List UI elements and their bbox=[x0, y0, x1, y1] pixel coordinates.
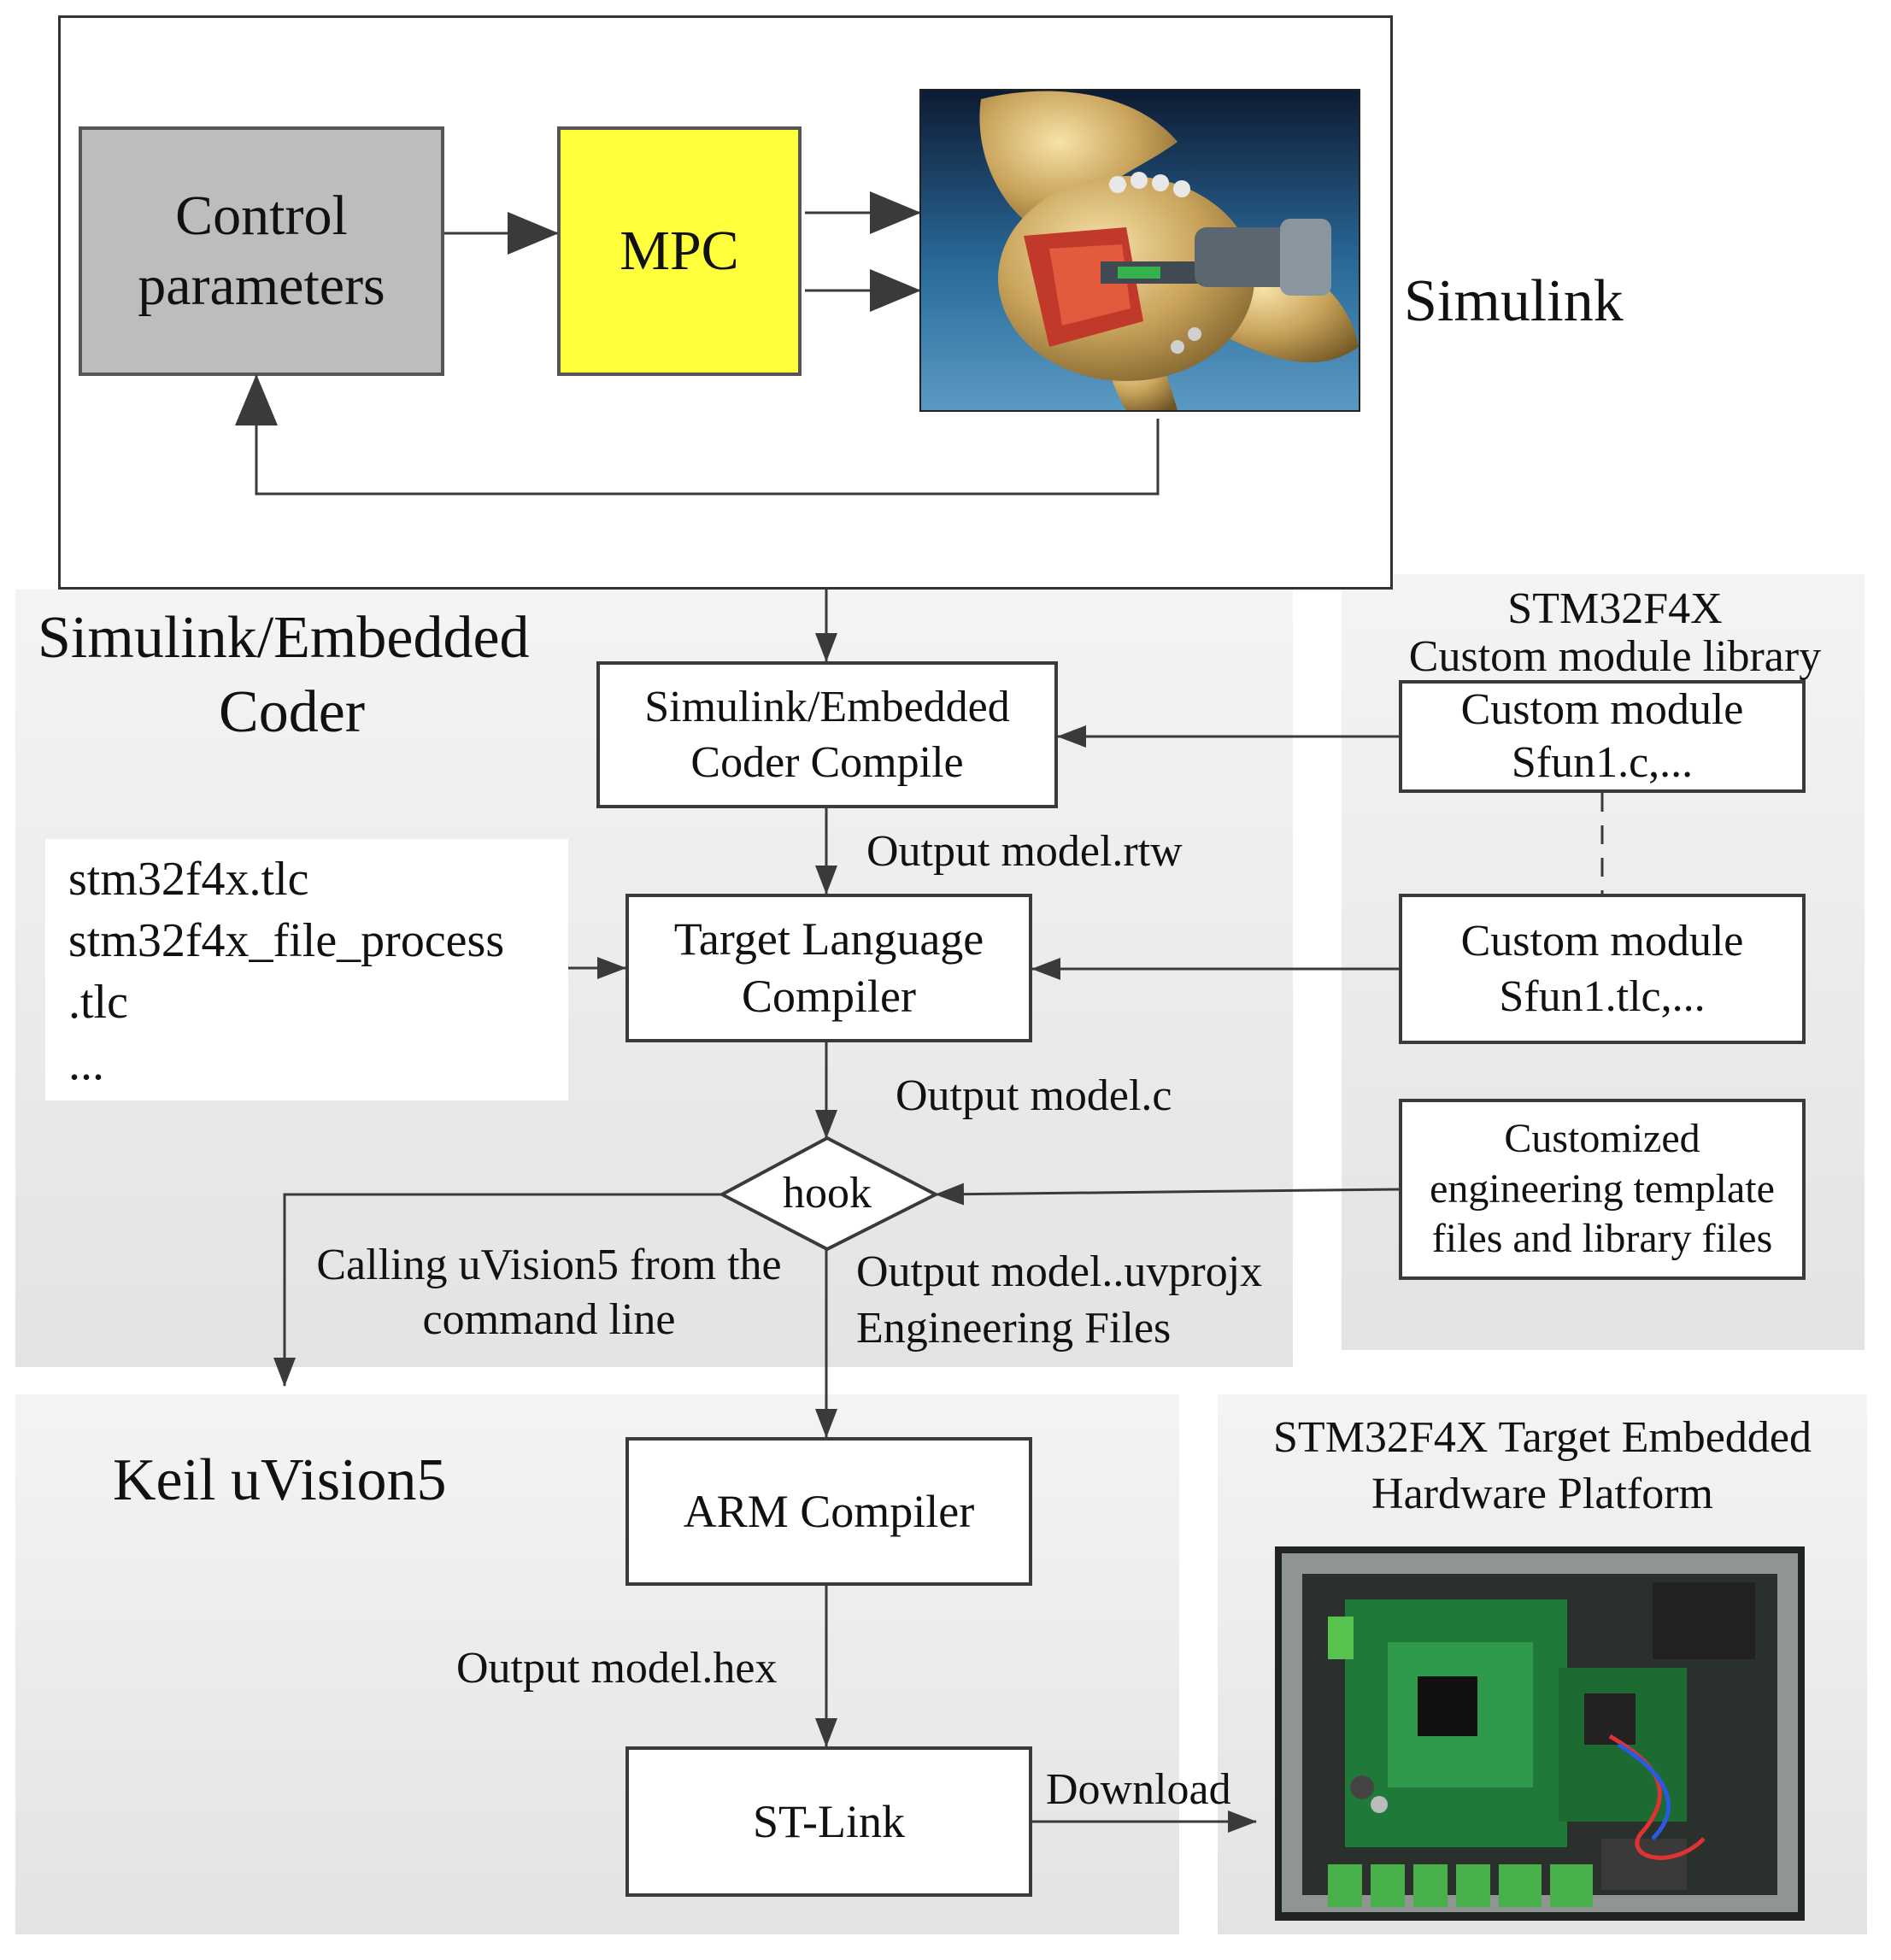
tlc-file-line3: .tlc bbox=[68, 976, 128, 1029]
hardware-title-line2: Hardware Platform bbox=[1371, 1470, 1713, 1518]
simulink-title: Simulink bbox=[1404, 268, 1624, 334]
simulink-embedded-coder-compile-box: Simulink/Embedded Coder Compile bbox=[596, 661, 1058, 808]
mpc-block: MPC bbox=[557, 126, 802, 376]
propeller-hub-image bbox=[919, 89, 1360, 412]
output-rtw-label: Output model.rtw bbox=[866, 827, 1183, 876]
st-link-label: ST-Link bbox=[752, 1796, 906, 1847]
output-c-label: Output model.c bbox=[896, 1071, 1172, 1120]
control-parameters-line1: Control bbox=[175, 184, 348, 247]
arm-compiler-label: ARM Compiler bbox=[683, 1486, 975, 1537]
calling-uvision-line2: command line bbox=[422, 1295, 676, 1344]
templates-line2: engineering template bbox=[1430, 1165, 1775, 1212]
custom-module-tlc-box: Custom module Sfun1.tlc,... bbox=[1399, 894, 1806, 1044]
arrow-feedback-loop bbox=[235, 374, 1160, 496]
customized-templates-box: Customized engineering template files an… bbox=[1399, 1099, 1806, 1280]
tlc-file-line2: stm32f4x_file_process bbox=[68, 914, 505, 967]
arm-compiler-box: ARM Compiler bbox=[625, 1437, 1032, 1586]
module-c-line2: Sfun1.c,... bbox=[1511, 738, 1694, 787]
compile-line2: Coder Compile bbox=[690, 738, 964, 787]
control-parameters-block: Control parameters bbox=[79, 126, 444, 376]
tlc-files-panel bbox=[45, 839, 568, 1100]
custom-module-c-box: Custom module Sfun1.c,... bbox=[1399, 680, 1806, 793]
library-title-line1: STM32F4X bbox=[1507, 584, 1723, 633]
calling-uvision-line1: Calling uVision5 from the bbox=[316, 1241, 782, 1289]
output-uvprojx-line2: Engineering Files bbox=[856, 1304, 1172, 1353]
templates-line3: files and library files bbox=[1431, 1216, 1773, 1262]
coder-title-line1: Simulink/Embedded bbox=[38, 605, 530, 671]
arrow-hook-to-uvision bbox=[273, 1193, 722, 1387]
module-tlc-line2: Sfun1.tlc,... bbox=[1499, 972, 1706, 1021]
hardware-board-image bbox=[1275, 1546, 1805, 1921]
download-label: Download bbox=[1046, 1765, 1231, 1814]
propeller-hub-illustration bbox=[921, 91, 1359, 410]
st-link-box: ST-Link bbox=[625, 1746, 1032, 1897]
hook-label: hook bbox=[783, 1169, 872, 1218]
keil-title: Keil uVision5 bbox=[113, 1447, 447, 1513]
arrow-templates-to-hook bbox=[935, 1182, 1400, 1206]
control-parameters-line2: parameters bbox=[138, 255, 385, 317]
module-c-line1: Custom module bbox=[1460, 684, 1744, 734]
module-tlc-line1: Custom module bbox=[1460, 917, 1744, 965]
tlc-box-line2: Compiler bbox=[742, 971, 916, 1022]
compile-line1: Simulink/Embedded bbox=[644, 683, 1010, 731]
output-uvprojx-line1: Output model..uvprojx bbox=[856, 1247, 1263, 1296]
hardware-title-line1: STM32F4X Target Embedded bbox=[1273, 1413, 1812, 1462]
tlc-box-line1: Target Language bbox=[673, 913, 984, 965]
target-language-compiler-box: Target Language Compiler bbox=[625, 894, 1032, 1042]
library-title-line2: Custom module library bbox=[1408, 632, 1822, 681]
mpc-label: MPC bbox=[620, 220, 739, 282]
tlc-file-line4: ... bbox=[68, 1037, 104, 1090]
templates-line1: Customized bbox=[1504, 1116, 1700, 1162]
output-hex-label: Output model.hex bbox=[456, 1644, 778, 1693]
coder-title-line2: Coder bbox=[219, 679, 366, 745]
tlc-file-line1: stm32f4x.tlc bbox=[68, 853, 309, 906]
hook-diamond bbox=[718, 1136, 940, 1252]
hardware-board-illustration bbox=[1277, 1548, 1803, 1919]
